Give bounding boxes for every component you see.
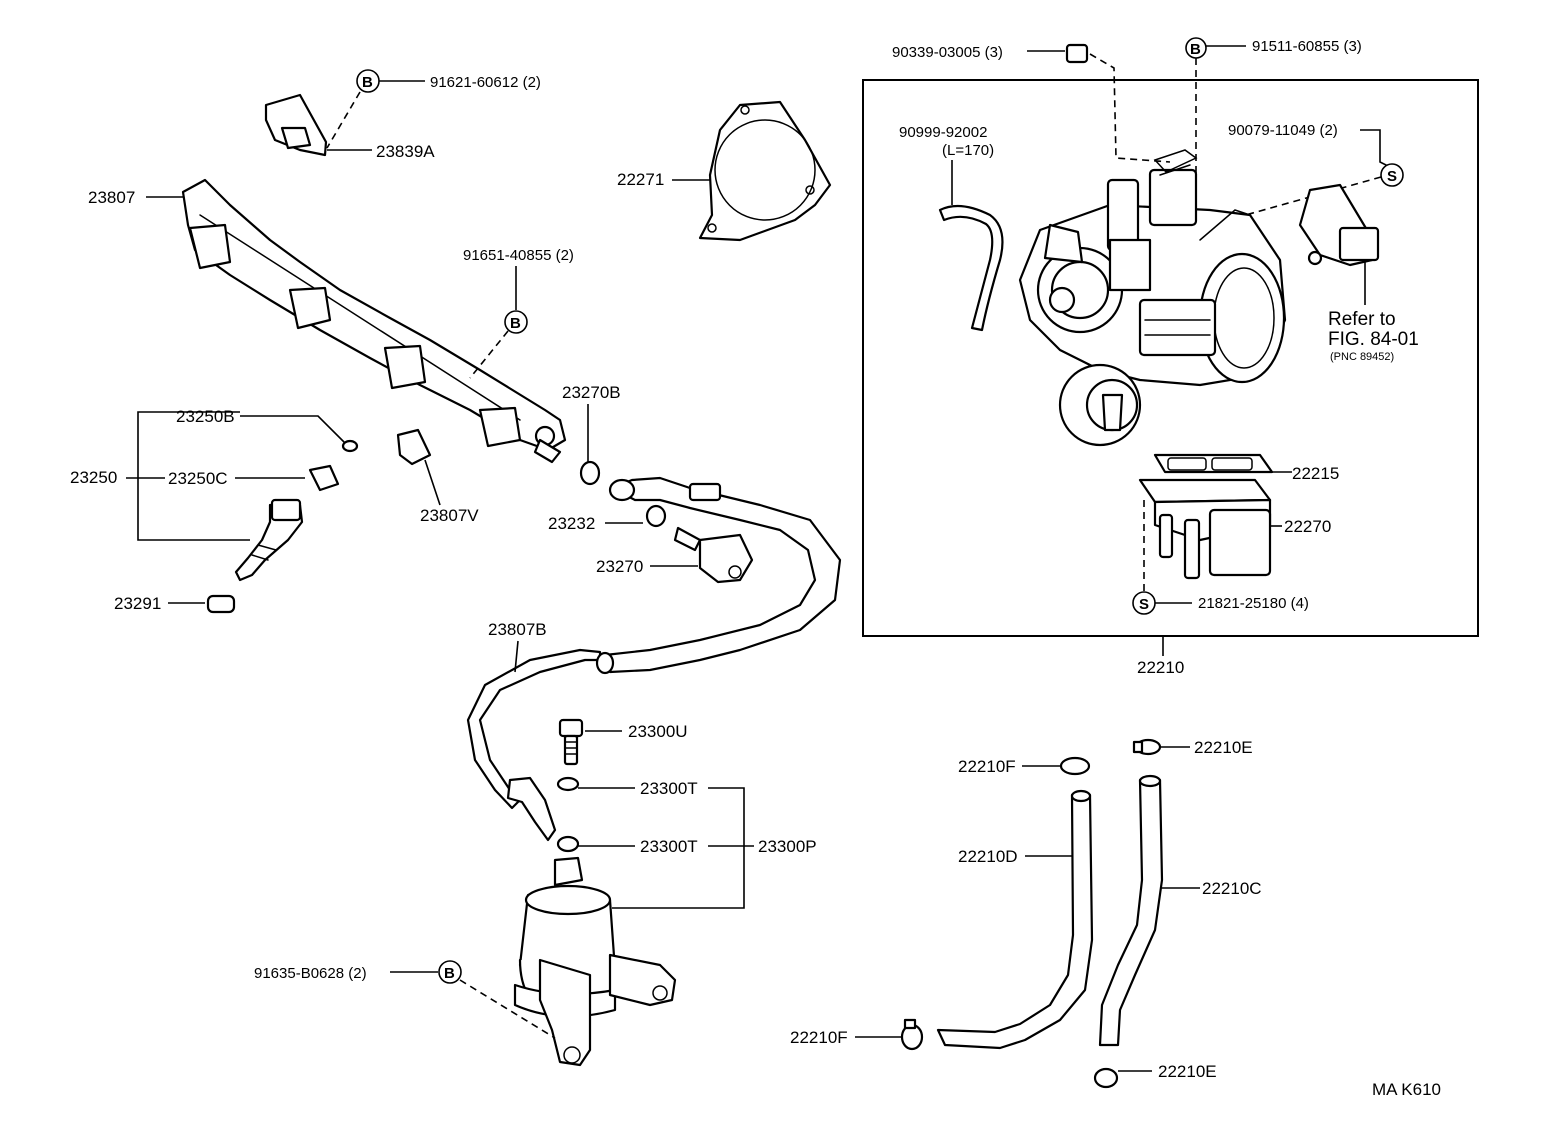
label-22210D: 22210D <box>958 847 1018 866</box>
fuel-delivery-pipe <box>181 178 567 464</box>
insulator-23250c <box>308 464 340 492</box>
gasket-23270b <box>579 460 601 486</box>
fuel-pressure-regulator <box>513 856 677 1067</box>
label-23807: 23807 <box>88 188 135 207</box>
label-91651-40855: 91651-40855 (2) <box>463 247 574 264</box>
label-90999-92002: 90999-92002 <box>899 124 987 141</box>
label-23232: 23232 <box>548 514 595 533</box>
svg-text:B: B <box>510 315 521 332</box>
label-23250B: 23250B <box>176 407 235 426</box>
idle-air-control-valve <box>1138 453 1274 580</box>
label-23250C: 23250C <box>168 469 228 488</box>
label-22210E-lower: 22210E <box>1158 1062 1217 1081</box>
refer-to-pnc: (PNC 89452) <box>1330 351 1394 363</box>
label-22210C: 22210C <box>1202 879 1262 898</box>
label-23807B: 23807B <box>488 620 547 639</box>
insulator-bracket <box>264 93 328 157</box>
hose-clamp-22210f-upper <box>1059 756 1091 776</box>
o-ring-23250b <box>341 439 359 453</box>
label-23270: 23270 <box>596 557 643 576</box>
screw-marker-90079: S <box>1380 163 1404 187</box>
union-fitting <box>1065 43 1089 64</box>
svg-text:B: B <box>1190 41 1201 58</box>
label-23300T-upper: 23300T <box>640 779 698 798</box>
pulsation-damper <box>673 526 754 584</box>
hose-22210d <box>936 789 1094 1050</box>
hose-clamp-22210f-lower <box>900 1018 924 1051</box>
label-22271: 22271 <box>617 170 664 189</box>
svg-text:B: B <box>444 965 455 982</box>
label-22210F-lower: 22210F <box>790 1028 848 1047</box>
label-22210F-upper: 22210F <box>958 757 1016 776</box>
label-23807V: 23807V <box>420 506 479 525</box>
figure-code: MA K610 <box>1372 1080 1441 1099</box>
label-90079-11049: 90079-11049 (2) <box>1228 122 1338 139</box>
label-90999-length: (L=170) <box>942 142 994 159</box>
label-91621-60612: 91621-60612 (2) <box>430 74 541 91</box>
union-bolt-23300u <box>558 718 584 766</box>
throttle-body-gasket <box>698 100 832 242</box>
label-23839A: 23839A <box>376 142 435 161</box>
refer-to-figure: FIG. 84-01 <box>1328 329 1419 350</box>
label-22210: 22210 <box>1137 658 1184 677</box>
label-22210E-upper: 22210E <box>1194 738 1253 757</box>
gasket-23300t-upper <box>556 776 580 792</box>
fuel-pipe-hose <box>466 476 842 842</box>
hose-22210c <box>1098 774 1164 1047</box>
throttle-body <box>1018 149 1287 447</box>
label-23270B: 23270B <box>562 383 621 402</box>
svg-text:B: B <box>362 74 373 91</box>
label-23291: 23291 <box>114 594 161 613</box>
label-91635-B0628: 91635-B0628 (2) <box>254 965 367 982</box>
label-23300T-lower: 23300T <box>640 837 698 856</box>
gasket-23300t-lower <box>556 835 580 853</box>
throttle-position-sensor <box>1298 183 1380 305</box>
hose-clamp-22210e-upper <box>1132 738 1162 756</box>
svg-text:S: S <box>1387 168 1397 185</box>
screw-marker-21821: S <box>1132 591 1156 615</box>
throttle-body-group-frame <box>862 79 1479 637</box>
refer-to-label: Refer to <box>1328 309 1396 330</box>
label-23300P: 23300P <box>758 837 817 856</box>
bolt-marker-91635: B <box>438 960 462 984</box>
bolt-marker-91651: B <box>504 310 528 334</box>
label-23300U: 23300U <box>628 722 688 741</box>
label-23250: 23250 <box>70 468 117 487</box>
bolt-marker-91621: B <box>356 69 380 93</box>
grommet-23807v <box>396 428 432 466</box>
injector-seal-23291 <box>206 594 236 614</box>
label-90339-03005: 90339-03005 (3) <box>892 44 1003 61</box>
bolt-marker-91511: B <box>1185 37 1207 59</box>
gasket-23232 <box>645 504 667 528</box>
vacuum-hose <box>938 204 1004 332</box>
label-91511-60855: 91511-60855 (3) <box>1252 38 1362 55</box>
label-21821-25180: 21821-25180 (4) <box>1198 595 1309 612</box>
label-22215: 22215 <box>1292 464 1339 483</box>
fuel-injector <box>234 498 304 582</box>
label-22270: 22270 <box>1284 517 1331 536</box>
hose-clamp-22210e-lower <box>1093 1067 1119 1089</box>
svg-text:S: S <box>1139 596 1149 613</box>
